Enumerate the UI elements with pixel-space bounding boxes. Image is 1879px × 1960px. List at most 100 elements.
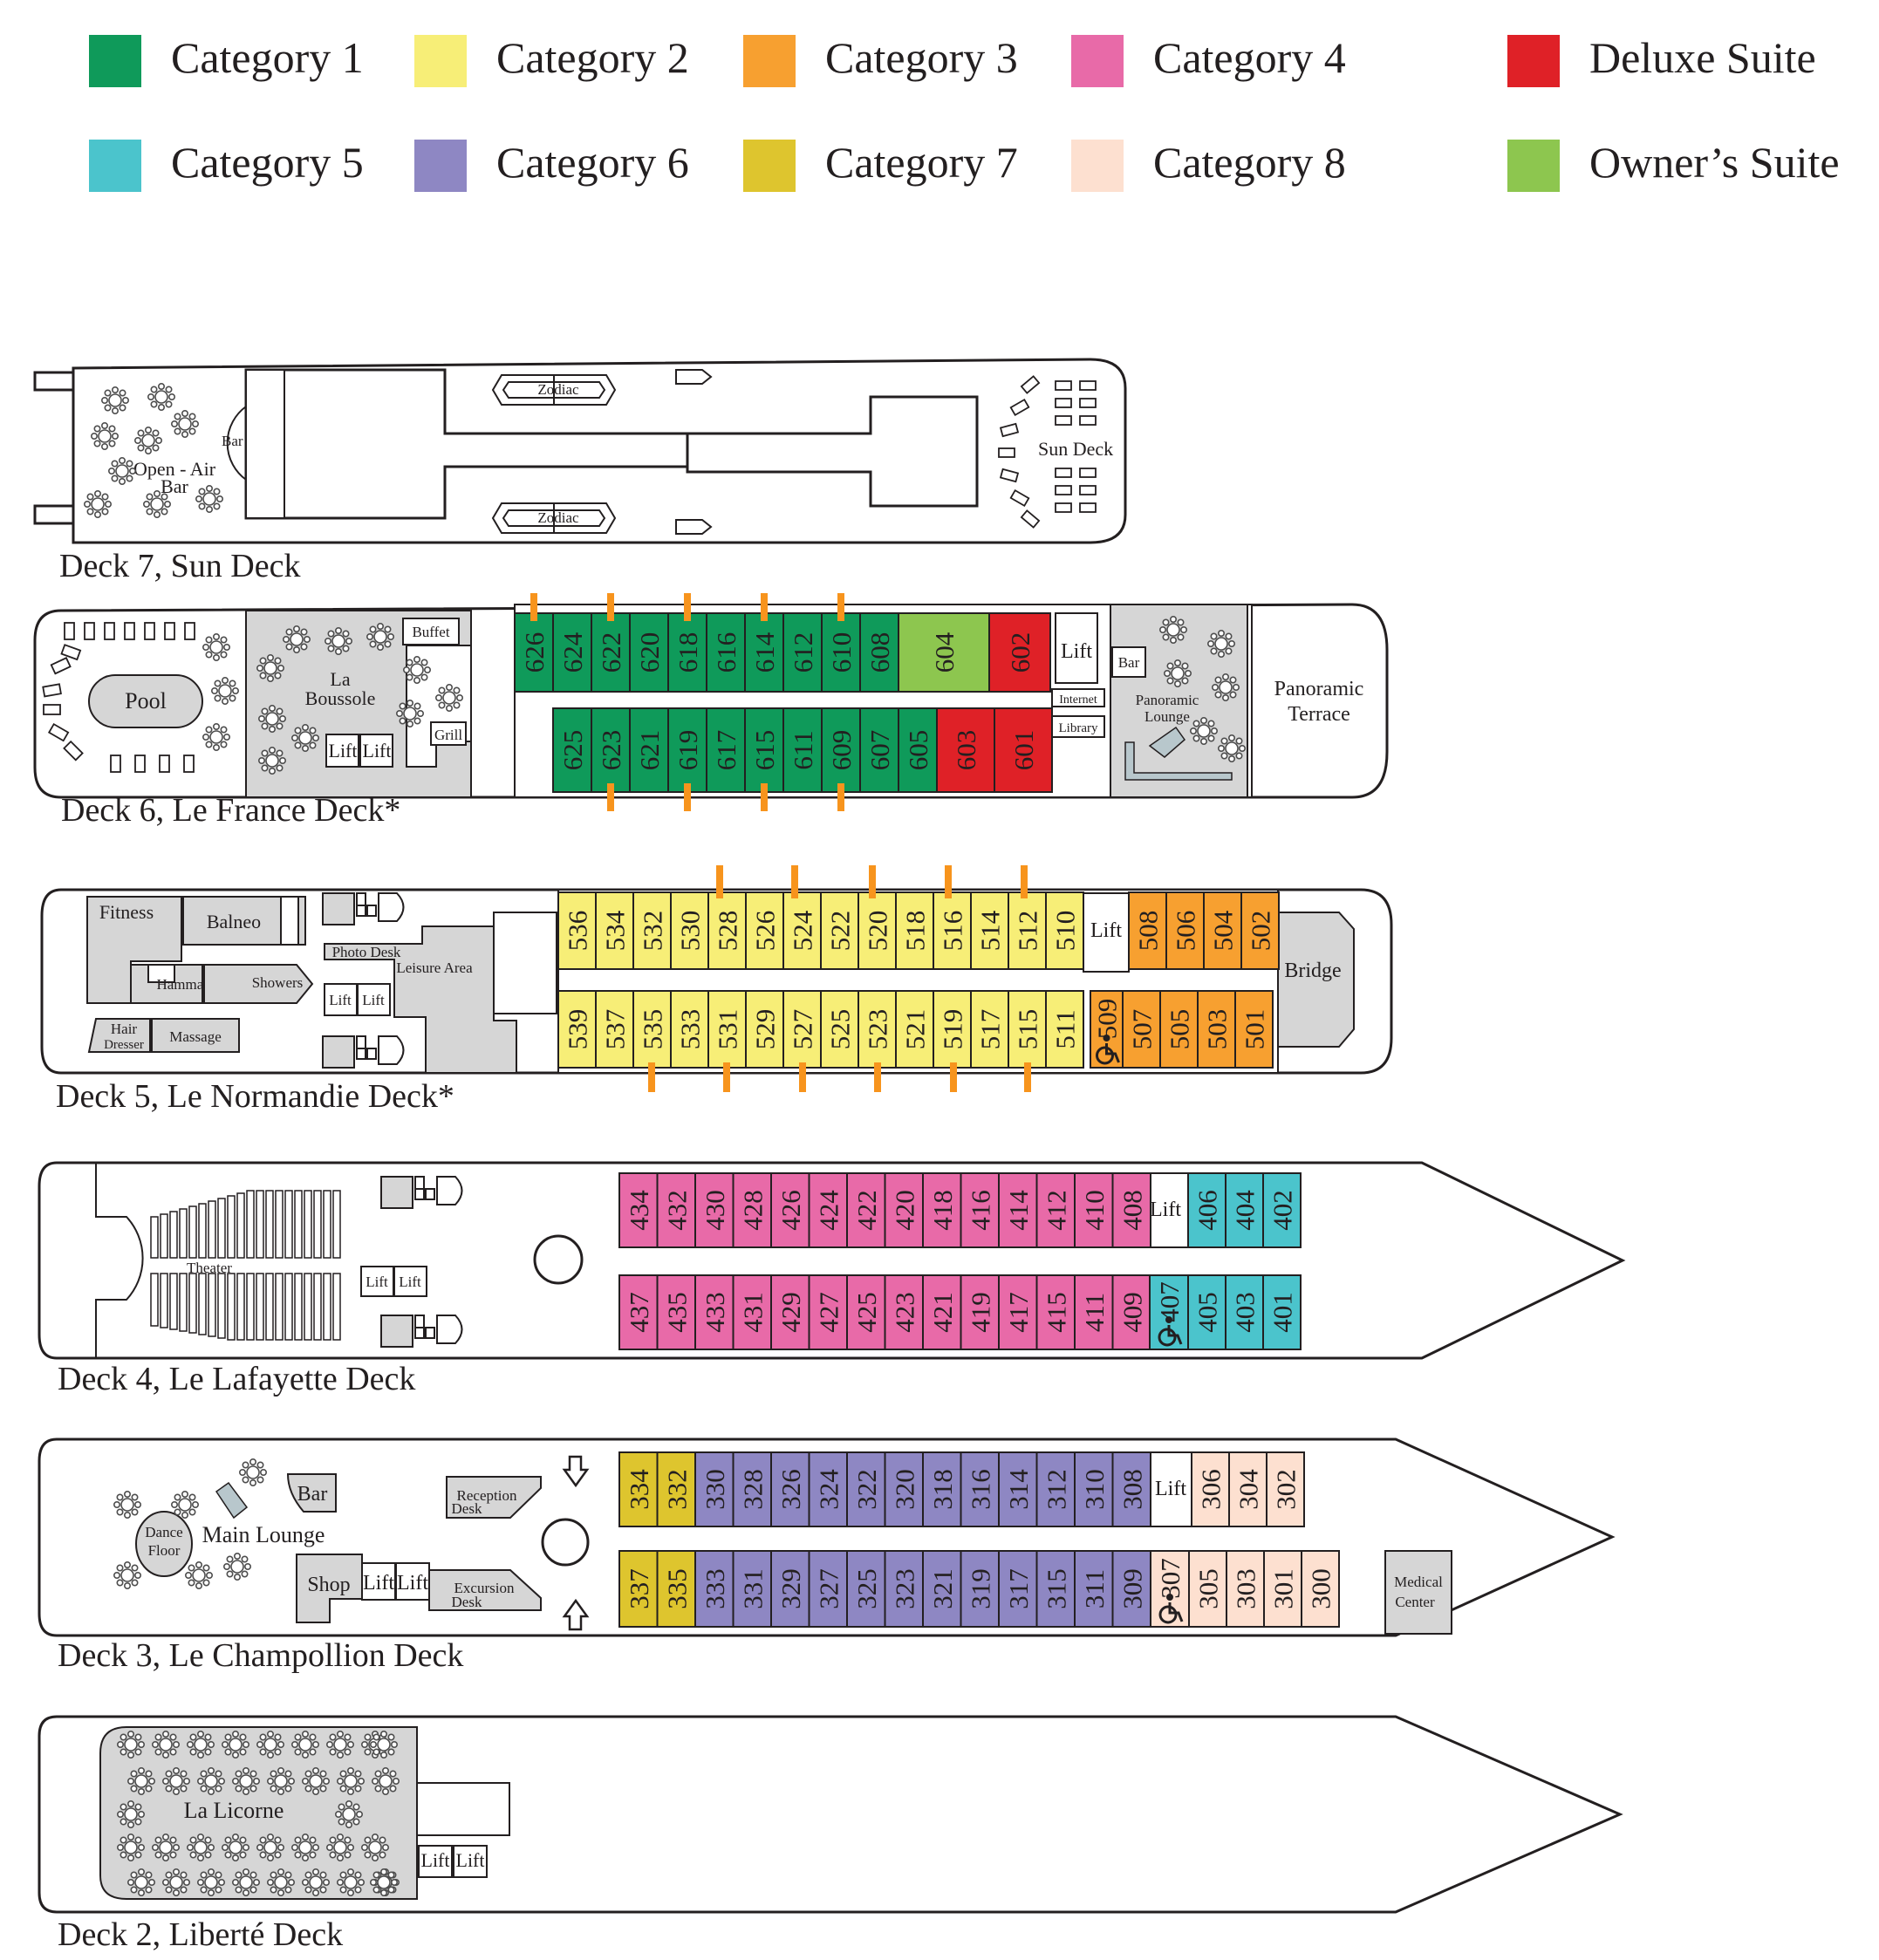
cabin-402[interactable]: 402 bbox=[1262, 1172, 1302, 1248]
cabin-508[interactable]: 508 bbox=[1128, 891, 1167, 970]
cabin-414[interactable]: 414 bbox=[998, 1172, 1038, 1248]
cabin-525[interactable]: 525 bbox=[820, 990, 859, 1069]
cabin-420[interactable]: 420 bbox=[884, 1172, 924, 1248]
cabin-320[interactable]: 320 bbox=[884, 1451, 924, 1527]
cabin-300[interactable]: 300 bbox=[1301, 1550, 1340, 1628]
cabin-504[interactable]: 504 bbox=[1203, 891, 1242, 970]
cabin-423[interactable]: 423 bbox=[884, 1274, 924, 1350]
cabin-608[interactable]: 608 bbox=[859, 612, 899, 693]
cabin-506[interactable]: 506 bbox=[1165, 891, 1205, 970]
cabin-319[interactable]: 319 bbox=[960, 1550, 1000, 1628]
cabin-333[interactable]: 333 bbox=[694, 1550, 735, 1628]
cabin-308[interactable]: 308 bbox=[1111, 1451, 1151, 1527]
cabin-424[interactable]: 424 bbox=[808, 1172, 848, 1248]
medical-center[interactable] bbox=[1384, 1550, 1452, 1635]
cabin-502[interactable]: 502 bbox=[1240, 891, 1280, 970]
cabin-421[interactable]: 421 bbox=[922, 1274, 962, 1350]
hair-dresser[interactable] bbox=[87, 1018, 151, 1053]
cabin-411[interactable]: 411 bbox=[1074, 1274, 1114, 1350]
cabin-321[interactable]: 321 bbox=[922, 1550, 962, 1628]
cabin-404[interactable]: 404 bbox=[1225, 1172, 1264, 1248]
cabin-427[interactable]: 427 bbox=[808, 1274, 848, 1350]
cabin-605[interactable]: 605 bbox=[898, 707, 938, 793]
cabin-310[interactable]: 310 bbox=[1074, 1451, 1114, 1527]
cabin-432[interactable]: 432 bbox=[656, 1172, 696, 1248]
fitness-area[interactable] bbox=[86, 896, 182, 1004]
pool[interactable] bbox=[88, 674, 203, 728]
cabin-309[interactable]: 309 bbox=[1111, 1550, 1151, 1628]
cabin-406[interactable]: 406 bbox=[1187, 1172, 1226, 1248]
cabin-335[interactable]: 335 bbox=[656, 1550, 696, 1628]
cabin-408[interactable]: 408 bbox=[1111, 1172, 1151, 1248]
cabin-435[interactable]: 435 bbox=[656, 1274, 696, 1350]
deck-3-bar[interactable] bbox=[286, 1473, 337, 1513]
cabin-621[interactable]: 621 bbox=[629, 707, 669, 793]
cabin-526[interactable]: 526 bbox=[745, 891, 784, 970]
cabin-603[interactable]: 603 bbox=[936, 707, 995, 793]
cabin-409[interactable]: 409 bbox=[1111, 1274, 1151, 1350]
cabin-417[interactable]: 417 bbox=[998, 1274, 1038, 1350]
cabin-315[interactable]: 315 bbox=[1035, 1550, 1076, 1628]
cabin-610[interactable]: 610 bbox=[821, 612, 861, 693]
cabin-403[interactable]: 403 bbox=[1225, 1274, 1264, 1350]
cabin-426[interactable]: 426 bbox=[770, 1172, 810, 1248]
cabin-514[interactable]: 514 bbox=[970, 891, 1009, 970]
cabin-519[interactable]: 519 bbox=[933, 990, 972, 1069]
cabin-618[interactable]: 618 bbox=[667, 612, 707, 693]
cabin-327[interactable]: 327 bbox=[808, 1550, 848, 1628]
cabin-316[interactable]: 316 bbox=[960, 1451, 1000, 1527]
cabin-407[interactable]: 407 bbox=[1149, 1274, 1189, 1350]
cabin-625[interactable]: 625 bbox=[552, 707, 592, 793]
cabin-624[interactable]: 624 bbox=[552, 612, 592, 693]
cabin-517[interactable]: 517 bbox=[970, 990, 1009, 1069]
cabin-317[interactable]: 317 bbox=[998, 1550, 1038, 1628]
cabin-537[interactable]: 537 bbox=[595, 990, 634, 1069]
cabin-614[interactable]: 614 bbox=[744, 612, 784, 693]
cabin-305[interactable]: 305 bbox=[1188, 1550, 1227, 1628]
excursion-desk[interactable] bbox=[428, 1569, 542, 1611]
cabin-322[interactable]: 322 bbox=[846, 1451, 886, 1527]
cabin-429[interactable]: 429 bbox=[770, 1274, 810, 1350]
cabin-522[interactable]: 522 bbox=[820, 891, 859, 970]
cabin-528[interactable]: 528 bbox=[707, 891, 747, 970]
cabin-410[interactable]: 410 bbox=[1074, 1172, 1114, 1248]
cabin-535[interactable]: 535 bbox=[632, 990, 672, 1069]
cabin-401[interactable]: 401 bbox=[1262, 1274, 1302, 1350]
cabin-516[interactable]: 516 bbox=[933, 891, 972, 970]
cabin-533[interactable]: 533 bbox=[670, 990, 709, 1069]
cabin-623[interactable]: 623 bbox=[591, 707, 631, 793]
cabin-428[interactable]: 428 bbox=[732, 1172, 772, 1248]
cabin-334[interactable]: 334 bbox=[618, 1451, 659, 1527]
cabin-303[interactable]: 303 bbox=[1226, 1550, 1265, 1628]
cabin-539[interactable]: 539 bbox=[557, 990, 597, 1069]
dance-floor[interactable] bbox=[135, 1511, 193, 1577]
cabin-312[interactable]: 312 bbox=[1035, 1451, 1076, 1527]
cabin-326[interactable]: 326 bbox=[770, 1451, 810, 1527]
cabin-324[interactable]: 324 bbox=[808, 1451, 848, 1527]
cabin-330[interactable]: 330 bbox=[694, 1451, 735, 1527]
cabin-301[interactable]: 301 bbox=[1263, 1550, 1302, 1628]
cabin-501[interactable]: 501 bbox=[1234, 990, 1274, 1069]
cabin-318[interactable]: 318 bbox=[922, 1451, 962, 1527]
cabin-534[interactable]: 534 bbox=[595, 891, 634, 970]
cabin-531[interactable]: 531 bbox=[707, 990, 747, 1069]
cabin-507[interactable]: 507 bbox=[1122, 990, 1161, 1069]
bridge[interactable] bbox=[1277, 912, 1355, 1048]
cabin-520[interactable]: 520 bbox=[858, 891, 897, 970]
massage[interactable] bbox=[151, 1018, 240, 1053]
cabin-620[interactable]: 620 bbox=[629, 612, 669, 693]
cabin-615[interactable]: 615 bbox=[744, 707, 784, 793]
cabin-416[interactable]: 416 bbox=[960, 1172, 1000, 1248]
cabin-609[interactable]: 609 bbox=[821, 707, 861, 793]
cabin-616[interactable]: 616 bbox=[706, 612, 746, 693]
shop[interactable] bbox=[296, 1554, 363, 1623]
cabin-523[interactable]: 523 bbox=[858, 990, 897, 1069]
cabin-505[interactable]: 505 bbox=[1159, 990, 1199, 1069]
leisure-area[interactable] bbox=[324, 925, 517, 1074]
cabin-304[interactable]: 304 bbox=[1228, 1451, 1267, 1527]
cabin-509[interactable]: 509 bbox=[1090, 990, 1124, 1069]
cabin-619[interactable]: 619 bbox=[667, 707, 707, 793]
cabin-306[interactable]: 306 bbox=[1191, 1451, 1230, 1527]
cabin-329[interactable]: 329 bbox=[770, 1550, 810, 1628]
cabin-325[interactable]: 325 bbox=[846, 1550, 886, 1628]
